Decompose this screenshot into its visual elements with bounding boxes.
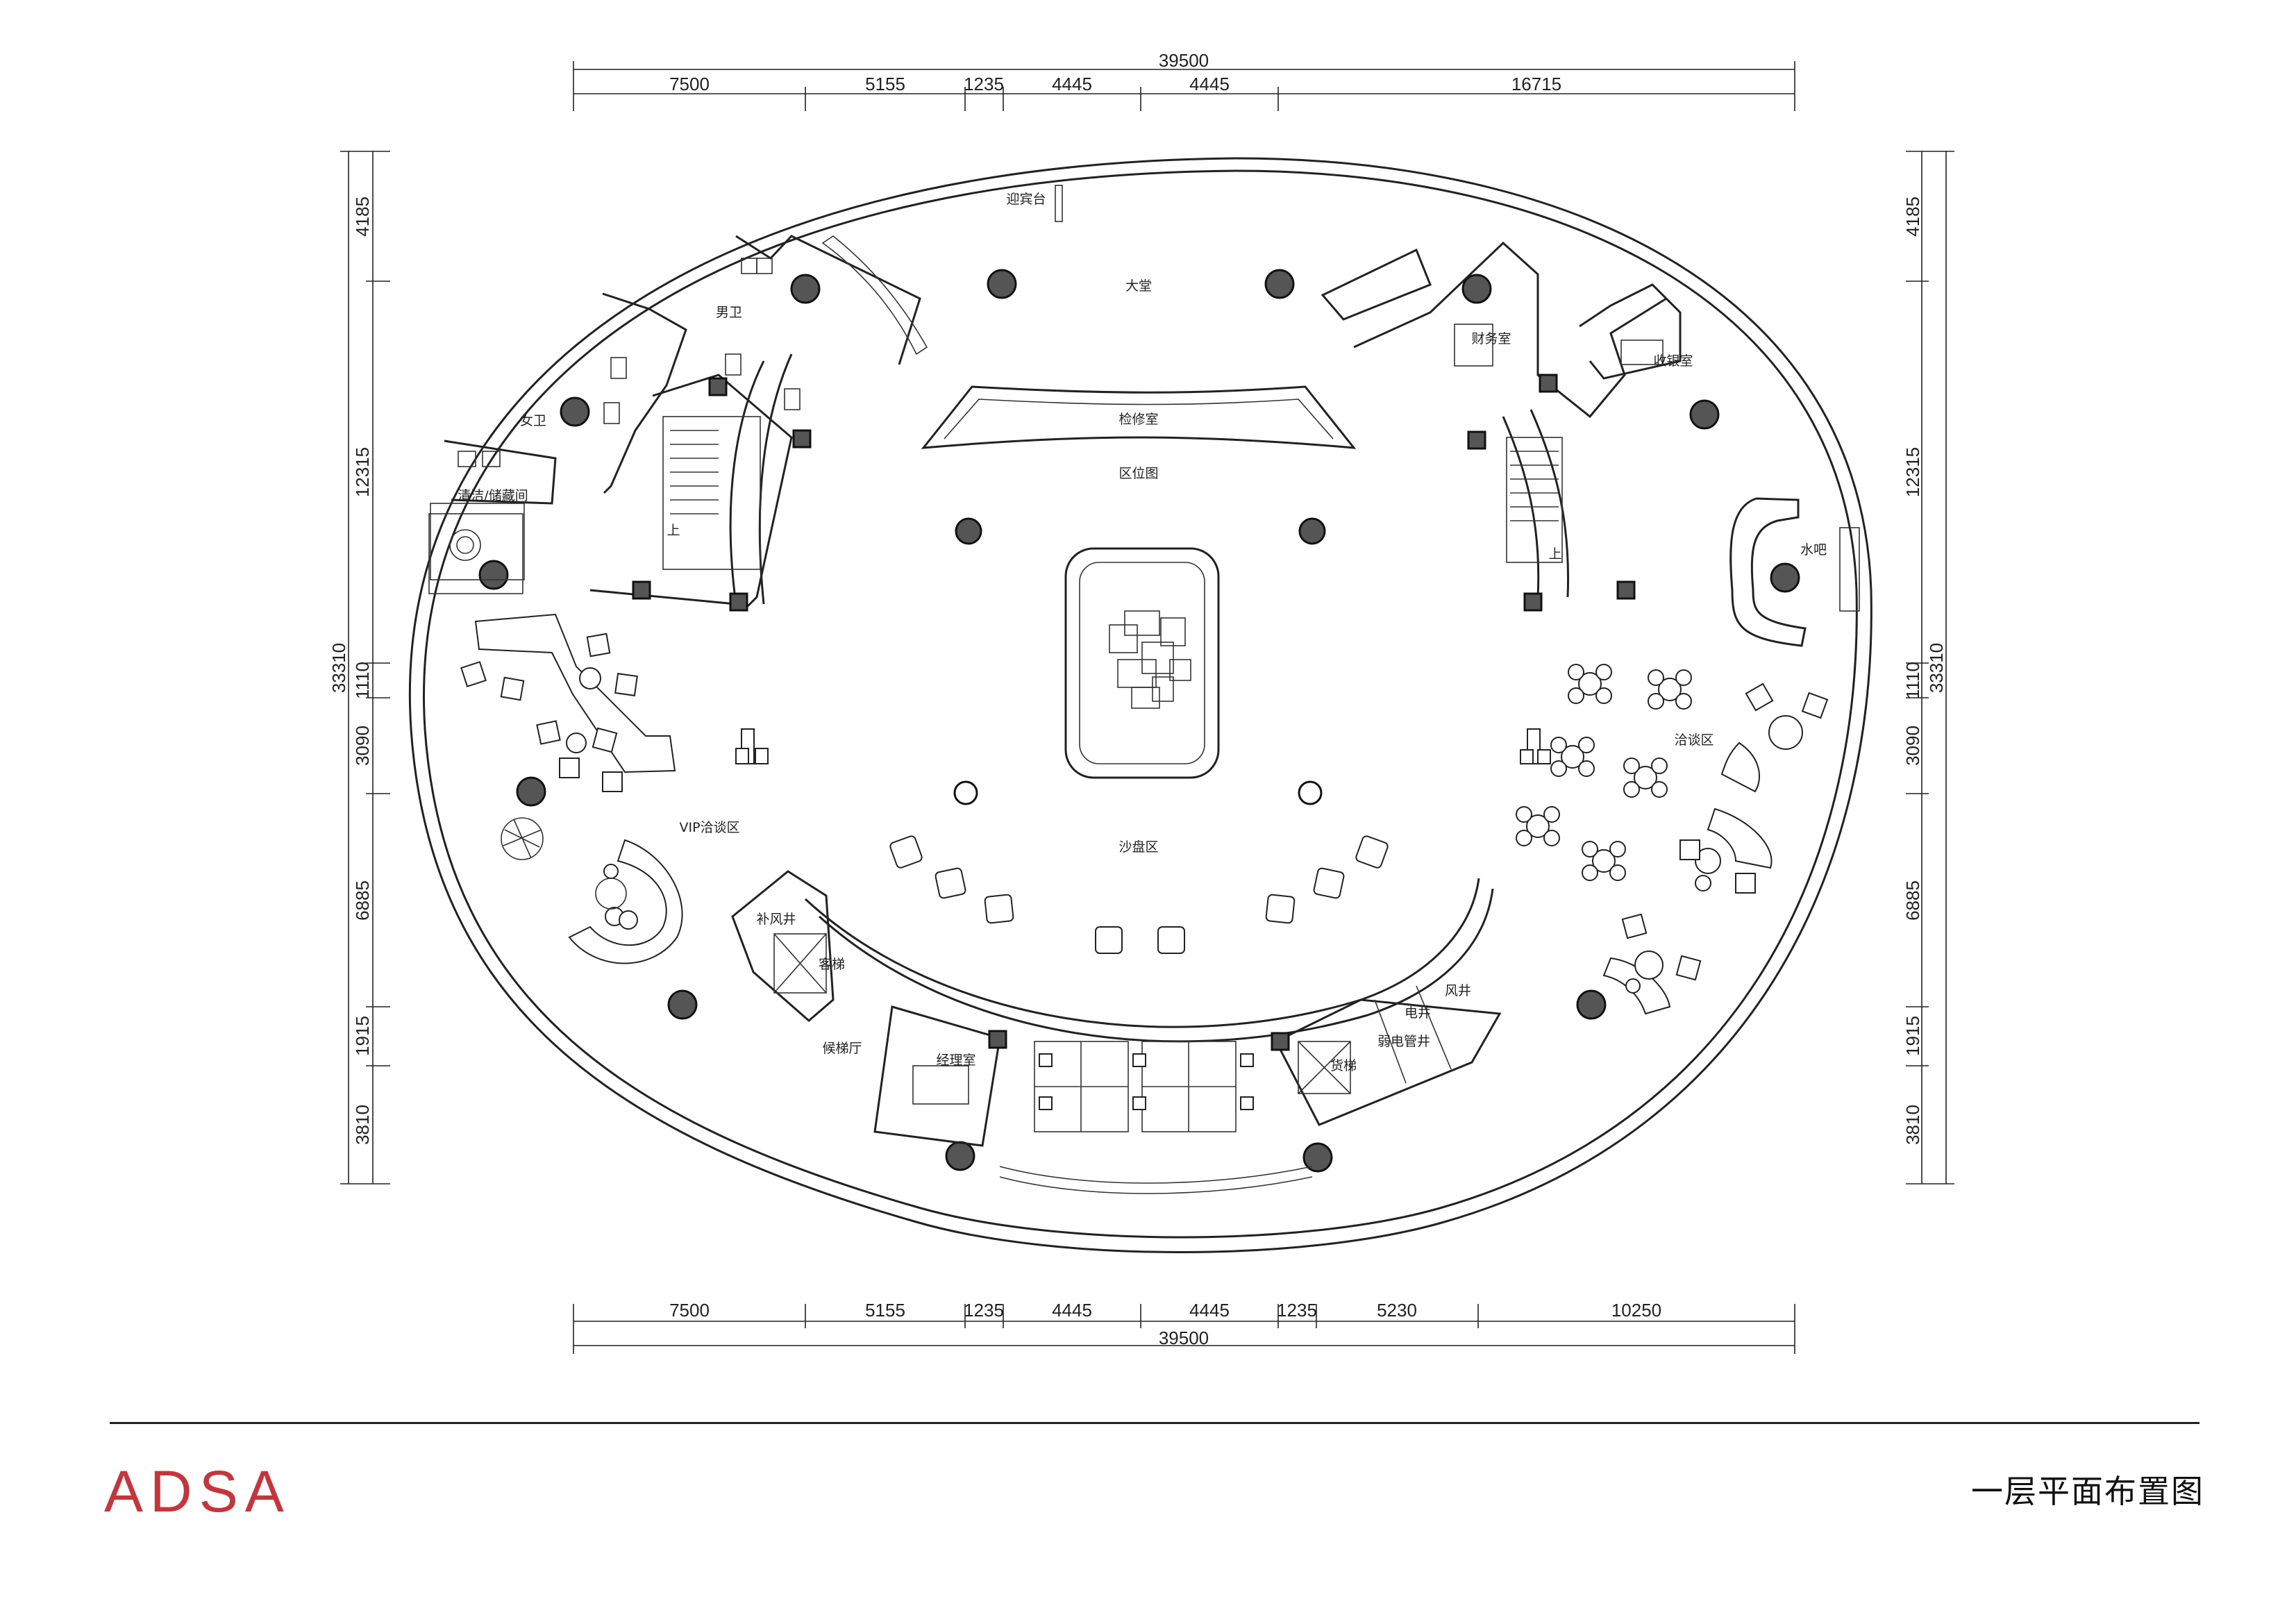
label-negotiation: 洽谈区 (1674, 733, 1713, 748)
label-stair-up-right: 上 (1548, 546, 1561, 562)
label-elevator-left: 客梯 (819, 957, 845, 972)
label-vip-negotiation: VIP洽谈区 (679, 820, 739, 835)
dim-right-seg-5: 6885 (1902, 880, 1923, 921)
right-negotiation-furniture (1516, 664, 1829, 1015)
label-elevator-hall: 候梯厅 (822, 1041, 862, 1056)
table-set-3 (1550, 737, 1595, 777)
dim-bottom-seg-4: 4445 (1052, 1300, 1092, 1321)
dim-bottom-seg-8: 10250 (1611, 1300, 1661, 1321)
cleaning-area (428, 513, 523, 594)
adsa-logo: ADSA (104, 1459, 291, 1524)
label-stair-up-left: 上 (667, 523, 680, 538)
dim-bottom-total: 39500 (1159, 1328, 1209, 1348)
label-cashier: 收银室 (1653, 353, 1693, 369)
footer-divider (110, 1422, 2199, 1424)
dim-right-seg-7: 3810 (1902, 1105, 1923, 1145)
dim-bottom-seg-7: 5230 (1377, 1300, 1417, 1321)
table-set-6 (1582, 841, 1626, 881)
label-maintenance: 检修室 (1118, 412, 1158, 427)
dim-left-seg-5: 6885 (352, 880, 373, 921)
dim-top-seg-2: 5155 (865, 74, 905, 94)
core-walls (729, 353, 1570, 1043)
dim-right-total: 33310 (1926, 643, 1947, 693)
dim-bottom-seg-2: 5155 (865, 1300, 905, 1321)
label-mens-wc: 男卫 (716, 305, 742, 320)
dim-right-seg-6: 1915 (1902, 1016, 1923, 1056)
label-cleaning: 清洁/储藏间 (458, 488, 528, 503)
label-manager: 经理室 (936, 1053, 975, 1068)
dim-top-seg-5: 4445 (1189, 74, 1230, 94)
label-sand-table: 沙盘区 (1118, 839, 1158, 855)
dim-left-seg-4: 3090 (352, 726, 373, 766)
label-wind-shaft: 风井 (1445, 983, 1471, 998)
dim-top-seg-1: 7500 (669, 74, 710, 94)
dim-top-seg-6: 16715 (1511, 74, 1561, 94)
right-wing (1321, 241, 1860, 647)
dim-left-seg-3: 1110 (352, 662, 373, 699)
dimension-left: 33310 4185 12315 1110 3090 6885 1915 381… (328, 151, 390, 1184)
table-set-5 (1516, 806, 1560, 846)
dim-left-seg-2: 12315 (352, 447, 373, 497)
label-finance: 财务室 (1471, 331, 1511, 346)
dim-left-seg-6: 1915 (352, 1016, 373, 1056)
dim-left-total: 33310 (328, 643, 349, 693)
label-air-shaft-supply: 补风井 (756, 912, 796, 927)
right-stair-treads (1510, 451, 1559, 521)
table-set-4 (1623, 757, 1668, 798)
label-water-bar: 水吧 (1800, 542, 1827, 558)
dim-right-seg-4: 3090 (1902, 726, 1923, 766)
sand-table-seats (889, 835, 1389, 954)
dim-left-seg-7: 3810 (352, 1105, 373, 1145)
office-desks (1034, 1041, 1254, 1132)
left-lounge-furniture (460, 613, 769, 964)
label-womens-wc: 女卫 (520, 413, 546, 428)
dim-top-seg-3: 1235 (964, 74, 1004, 94)
dim-right-seg-1: 4185 (1902, 196, 1923, 237)
bottom-core (731, 870, 1502, 1194)
room-labels: 迎宾台 大堂 男卫 女卫 清洁/储藏间 检修室 区位图 财务室 收银室 水吧 洽… (458, 185, 1827, 1073)
sheet-title: 一层平面布置图 (1971, 1473, 2204, 1510)
dimension-top: 39500 7500 5155 1235 4445 4445 16715 (573, 50, 1795, 111)
dimension-right: 33310 4185 12315 1110 3090 6885 1915 381… (1902, 151, 1954, 1184)
left-stair-treads (670, 430, 719, 514)
table-set-1 (1568, 664, 1612, 704)
dim-right-seg-2: 12315 (1902, 447, 1923, 497)
dim-right-seg-3: 1110 (1902, 662, 1923, 699)
dim-top-seg-4: 4445 (1052, 74, 1092, 94)
structural-columns (478, 269, 1800, 1173)
label-location-map: 区位图 (1118, 466, 1158, 481)
label-elevator-right: 货梯 (1330, 1058, 1357, 1073)
dim-bottom-seg-1: 7500 (669, 1300, 710, 1321)
label-electric-shaft: 电井 (1405, 1005, 1431, 1021)
dimension-bottom: 7500 5155 1235 4445 4445 1235 5230 10250… (573, 1300, 1795, 1354)
left-wing (430, 235, 928, 612)
label-reception: 迎宾台 (1006, 192, 1046, 207)
dim-bottom-seg-6: 1235 (1277, 1300, 1317, 1321)
label-lobby: 大堂 (1125, 278, 1152, 294)
dim-bottom-seg-5: 4445 (1189, 1300, 1230, 1321)
sand-table-model (1064, 547, 1220, 779)
dim-bottom-seg-3: 1235 (964, 1300, 1004, 1321)
dim-top-total: 39500 (1159, 50, 1209, 71)
label-weak-current: 弱电管井 (1377, 1034, 1430, 1049)
table-set-2 (1648, 669, 1692, 710)
dim-left-seg-1: 4185 (352, 196, 373, 237)
